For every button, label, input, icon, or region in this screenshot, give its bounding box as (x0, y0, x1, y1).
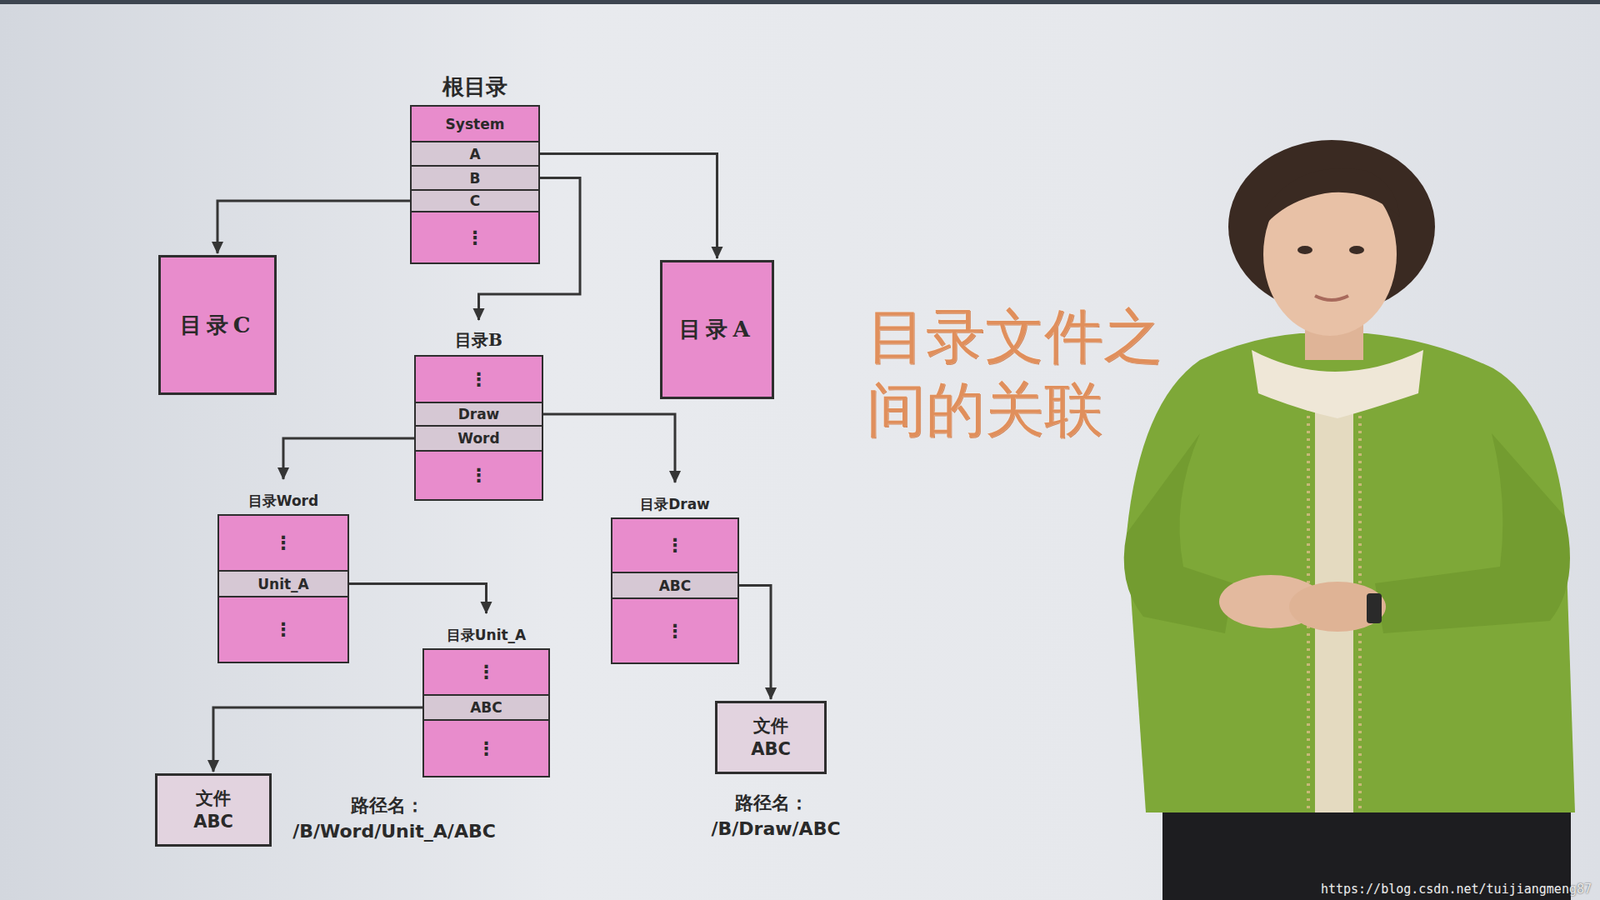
directory-table: 目录Word ⋮ Unit_A ⋮ (217, 480, 350, 664)
directory-table: 目录Unit_A ⋮ ABC ⋮ (422, 615, 550, 778)
directory-heading: 目录Word (217, 480, 350, 515)
row-text: Word (457, 430, 500, 447)
file-box: 文件 ABC (715, 700, 827, 775)
table-row: ⋮ (217, 595, 350, 664)
box-text: 文件 ABC (187, 786, 240, 835)
table-row: ⋮ (422, 719, 550, 778)
path-caption: 路径名： (350, 793, 425, 819)
table-row: ⋮ (610, 597, 740, 665)
pointer-arrow (283, 438, 415, 480)
directory-heading: 目录Unit_A (422, 615, 550, 649)
row-text: ⋮ (274, 532, 293, 554)
directory-heading: 目录Draw (610, 484, 740, 518)
table-row: ABC (422, 694, 550, 721)
row-text: ⋮ (477, 661, 496, 683)
directory-table: 根目录 SystemABC ⋮ (410, 71, 540, 265)
file-box: 文件 ABC (155, 773, 272, 847)
pointer-arrow (213, 707, 423, 772)
table-row: ⋮ (410, 210, 540, 265)
row-text: ⋮ (274, 619, 293, 640)
path-name: /B/Draw/ABC (710, 818, 840, 840)
pointer-arrow (739, 585, 771, 700)
watermark: https://blog.csdn.net/tuijiangmeng87 (1320, 881, 1592, 897)
directory-table: 目录B ⋮ DrawWord ⋮ (414, 321, 544, 501)
path-name: /B/Word/Unit_A/ABC (292, 820, 496, 842)
table-row: ⋮ (414, 450, 544, 501)
row-text: C (470, 192, 480, 210)
directory-box: 目录C (158, 255, 277, 395)
pointer-arrow (543, 414, 675, 483)
row-text: ⋮ (470, 465, 489, 486)
directory-table: 目录Draw ⋮ ABC ⋮ (610, 484, 740, 665)
table-row: C (410, 189, 540, 213)
table-row: ⋮ (414, 355, 544, 404)
row-text: System (445, 115, 505, 133)
table-row: Word (414, 425, 544, 452)
table-row: ⋮ (610, 517, 740, 574)
table-row: ⋮ (422, 648, 550, 696)
pointer-arrow (349, 584, 487, 615)
table-row: A (410, 140, 540, 167)
box-text: 目录C (180, 310, 256, 340)
directory-box: 目录A (660, 260, 775, 400)
box-text: 目录A (679, 315, 755, 345)
directory-heading: 目录B (414, 321, 544, 355)
row-text: ⋮ (470, 369, 489, 390)
row-text: ⋮ (477, 738, 496, 760)
table-row: System (410, 105, 540, 143)
pointer-arrow (540, 154, 718, 260)
table-row: B (410, 165, 540, 191)
row-text: A (469, 145, 480, 163)
table-row: Unit_A (217, 570, 350, 598)
table-row: ⋮ (217, 514, 350, 572)
table-row: Draw (414, 401, 544, 427)
directory-heading: 根目录 (410, 71, 540, 105)
row-text: ⋮ (665, 535, 685, 556)
row-text: B (470, 170, 481, 187)
row-text: ⋮ (665, 620, 685, 642)
box-text: 文件 ABC (745, 714, 798, 762)
slide-title: 目录文件之间的关联 (866, 300, 1180, 447)
row-text: Unit_A (257, 575, 310, 593)
row-text: ABC (470, 699, 503, 716)
table-row: ABC (610, 571, 740, 600)
row-text: Draw (458, 405, 500, 423)
top-bar (0, 0, 1600, 5)
path-caption: 路径名： (735, 790, 809, 816)
row-text: ABC (659, 577, 692, 595)
row-text: ⋮ (465, 227, 485, 249)
pointer-arrow (217, 200, 410, 254)
